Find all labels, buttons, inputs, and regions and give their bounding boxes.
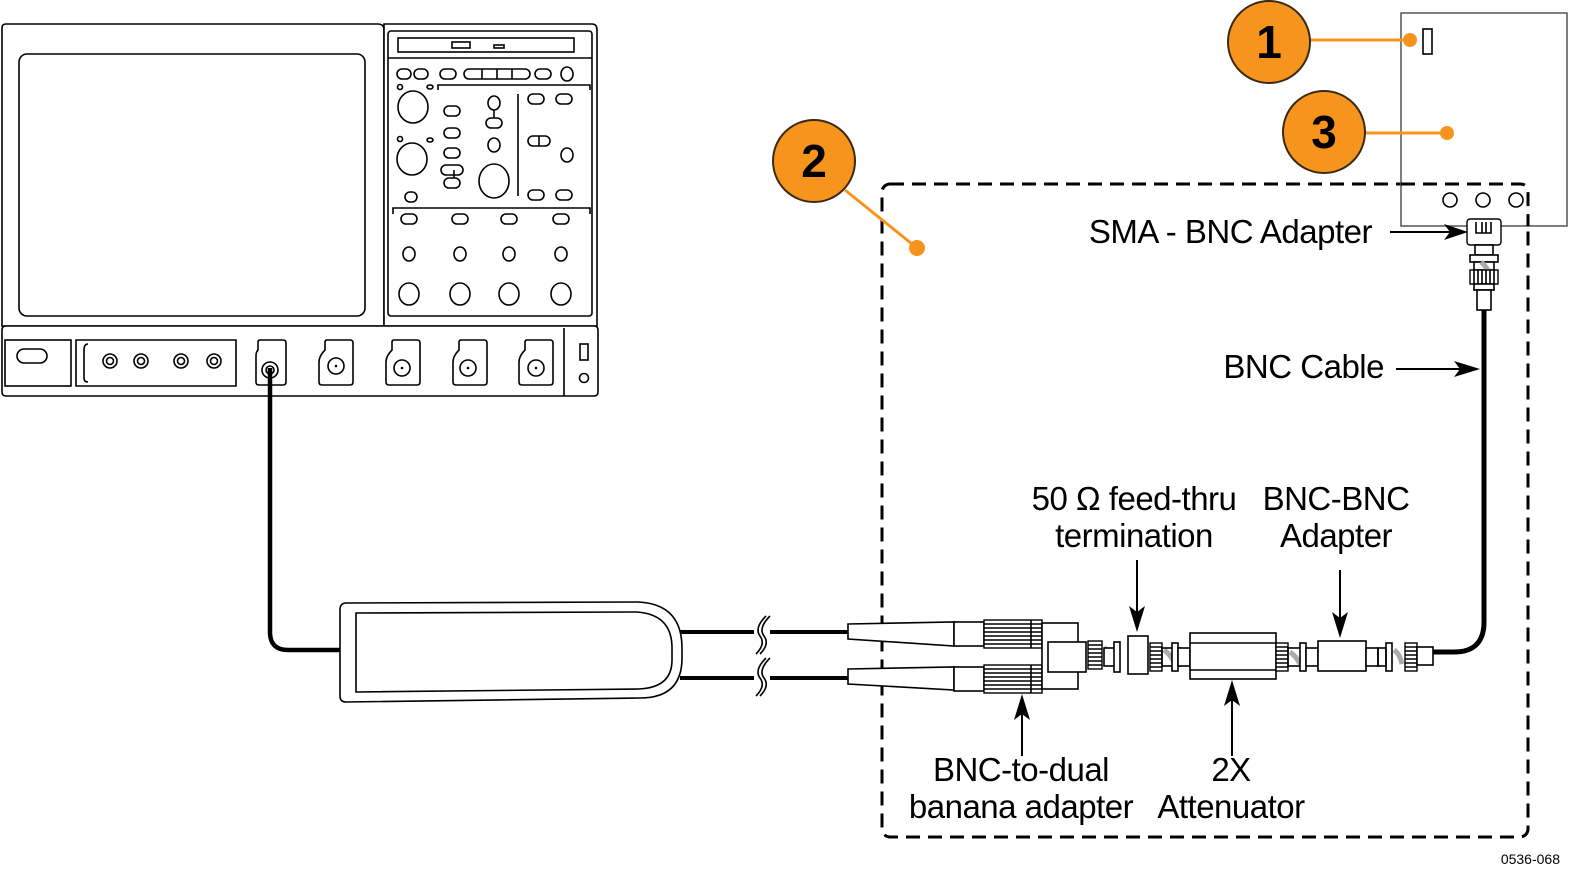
2x-attenuator xyxy=(1189,632,1277,680)
scope-channel-5-input[interactable] xyxy=(518,339,554,386)
scope-channel-3-input[interactable] xyxy=(385,339,421,386)
callout-2-number: 2 xyxy=(801,135,827,187)
callout-3-badge xyxy=(1282,90,1366,174)
label-banana-adapter: BNC-to-dual banana adapter xyxy=(909,694,1134,825)
scope-knob xyxy=(397,90,429,124)
arrow-icon xyxy=(1129,606,1145,632)
banana-label-line1: BNC-to-dual xyxy=(933,751,1109,788)
callout-1-number: 1 xyxy=(1256,16,1282,68)
callout-2-badge xyxy=(772,119,856,203)
arrow-icon xyxy=(1444,224,1468,240)
callout-2: 2 xyxy=(772,119,925,256)
arrow-icon xyxy=(1224,680,1240,706)
scope-top-strip xyxy=(397,37,575,53)
callout-3-number: 3 xyxy=(1311,106,1337,158)
feed-thru-termination xyxy=(1127,635,1149,675)
scope-channel-inputs xyxy=(255,339,554,386)
attenuator-label-line1: 2X xyxy=(1211,751,1251,788)
scope-power-panel xyxy=(4,339,72,387)
feed-thru-label-line1: 50 Ω feed-thru xyxy=(1032,480,1237,517)
label-bnc-bnc-adapter: BNC-BNC Adapter xyxy=(1263,480,1410,638)
sma-bnc-adapter xyxy=(1466,218,1502,311)
bnc-to-dual-banana-adapter xyxy=(847,619,1087,694)
bnc-bnc-label-line1: BNC-BNC xyxy=(1263,480,1410,517)
bnc-cable-label: BNC Cable xyxy=(1223,348,1384,385)
scope-knob xyxy=(478,163,510,199)
scope-channel-1-input[interactable] xyxy=(255,339,287,386)
bnc-bnc-adapter xyxy=(1317,640,1367,672)
scope-channel-2-input[interactable] xyxy=(318,339,354,386)
arrow-icon xyxy=(1454,361,1480,377)
scope-channel-controls xyxy=(398,213,572,306)
scope-usb-port xyxy=(579,343,589,361)
sma-bnc-adapter-label: SMA - BNC Adapter xyxy=(1089,213,1373,250)
scope-power-button[interactable] xyxy=(16,348,48,364)
scope-channel-4-input[interactable] xyxy=(452,339,488,386)
banana-label-line2: banana adapter xyxy=(909,788,1134,825)
oscilloscope xyxy=(1,23,599,397)
callout-3: 3 xyxy=(1282,90,1454,174)
probe-output-cable xyxy=(267,368,342,653)
scope-knob xyxy=(396,142,428,176)
arrow-icon xyxy=(1014,694,1030,720)
label-feed-thru-termination: 50 Ω feed-thru termination xyxy=(1032,480,1237,632)
differential-probe xyxy=(339,601,848,703)
arrow-icon xyxy=(1332,612,1348,638)
connector-chain xyxy=(847,619,1434,694)
setup-area-dashed-box xyxy=(880,182,1530,839)
label-attenuator: 2X Attenuator xyxy=(1157,680,1306,825)
feed-thru-label-line2: termination xyxy=(1055,517,1213,554)
callout-1-badge xyxy=(1227,0,1311,84)
scope-top-buttons xyxy=(396,66,574,82)
label-sma-bnc-adapter: SMA - BNC Adapter xyxy=(1089,213,1468,250)
dut-switch xyxy=(1422,28,1433,55)
attenuator-label-line2: Attenuator xyxy=(1157,788,1305,825)
bnc-cable xyxy=(1432,310,1487,655)
callout-1: 1 xyxy=(1227,0,1417,84)
bnc-bnc-label-line2: Adapter xyxy=(1280,517,1393,554)
scope-aux-connectors xyxy=(102,353,222,369)
scope-screen xyxy=(18,53,366,317)
label-bnc-cable: BNC Cable xyxy=(1223,348,1480,385)
device-under-test xyxy=(1400,12,1568,227)
figure-id-label: 0536-068 xyxy=(1501,851,1560,867)
